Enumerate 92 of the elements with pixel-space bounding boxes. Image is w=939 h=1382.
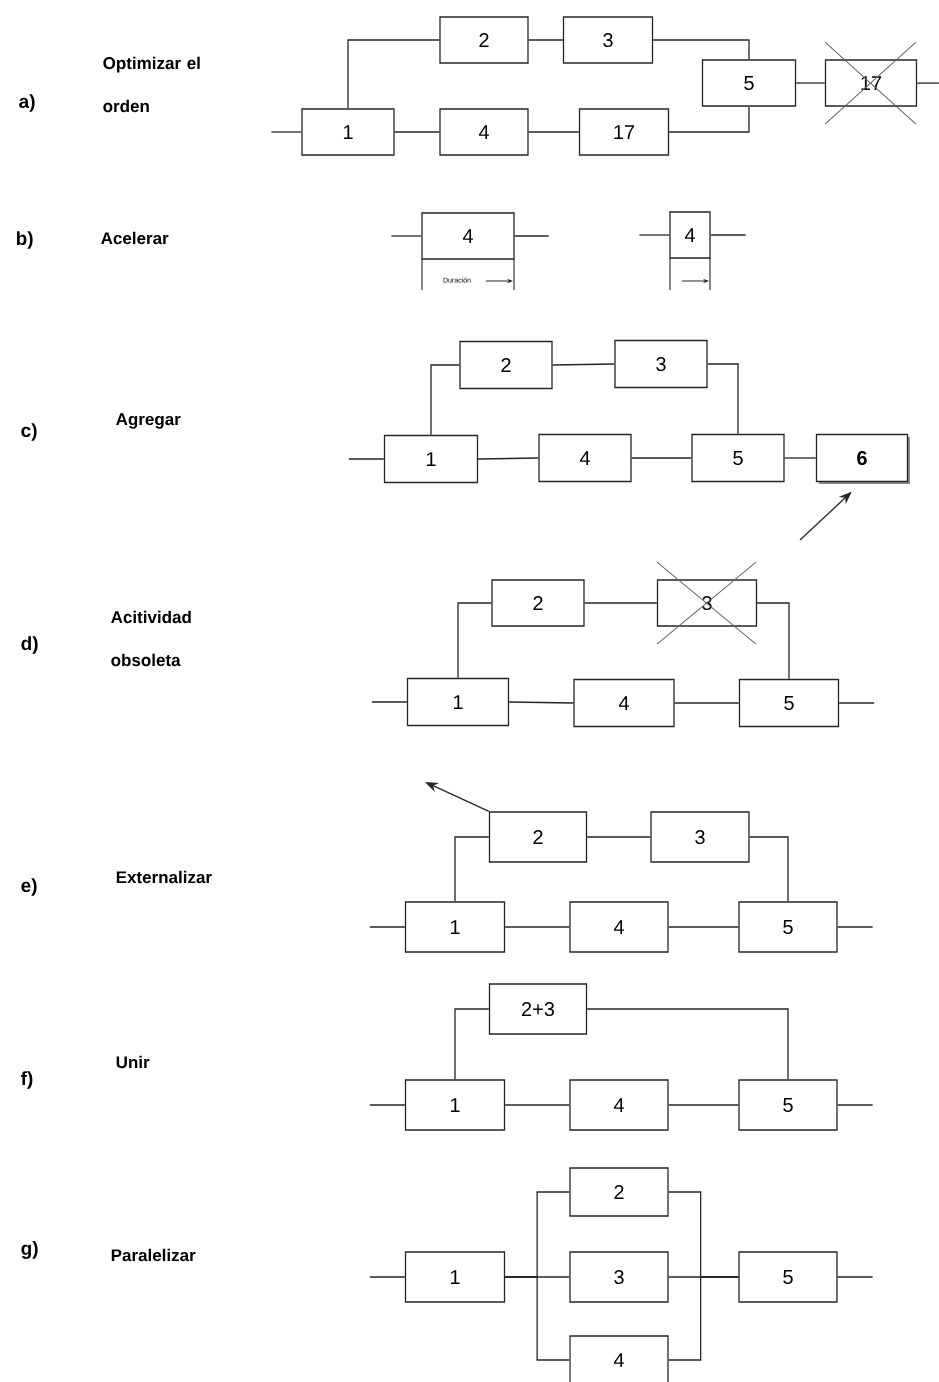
- activity-box: 3: [569, 1251, 669, 1303]
- activity-box: 3: [650, 811, 750, 863]
- activity-box: 1: [404, 1079, 506, 1131]
- connector-line: [514, 235, 550, 237]
- connector-line: [454, 836, 490, 902]
- section-title: Optimizar el orden: [103, 56, 200, 113]
- connector-line: [749, 836, 789, 902]
- connector-line: [504, 926, 570, 928]
- connector-line: [756, 602, 790, 680]
- section-letter: c): [21, 423, 37, 441]
- activity-box: 2+3: [488, 983, 588, 1035]
- connector-line: [668, 1104, 739, 1106]
- activity-box: 3: [614, 339, 708, 389]
- connector-line: [454, 1008, 490, 1080]
- crossed-out-box: 17: [824, 41, 918, 125]
- connector-line: [528, 39, 564, 41]
- activity-box: 2: [569, 1167, 669, 1217]
- activity-box: 5: [738, 901, 838, 953]
- section-title: Unir: [116, 1055, 150, 1069]
- activity-box: 1: [383, 434, 479, 484]
- activity-box: 5: [738, 1251, 838, 1303]
- activity-box: 5: [701, 59, 797, 107]
- section-title: Paralelizar: [111, 1248, 196, 1262]
- activity-box: 3: [562, 16, 654, 64]
- section-title: Agregar: [116, 413, 181, 429]
- activity-box: 5: [691, 433, 785, 483]
- section-letter: e): [21, 878, 37, 896]
- connector-line: [504, 1276, 570, 1361]
- activity-box: 5: [738, 678, 840, 728]
- connector-line: [369, 926, 406, 928]
- section-letter: b): [16, 231, 33, 249]
- connector-line: [838, 702, 875, 704]
- section-letter: a): [19, 94, 35, 112]
- connector-line: [631, 457, 692, 459]
- connector-line: [348, 458, 385, 460]
- connector-line: [638, 234, 670, 236]
- activity-box: 4: [421, 212, 515, 260]
- connector-line: [347, 39, 440, 109]
- connector-line: [707, 363, 739, 435]
- connector-line: [668, 106, 750, 133]
- connector-line: [477, 457, 539, 460]
- activity-box: 2: [459, 340, 553, 390]
- activity-box: 4: [538, 433, 632, 483]
- crossed-out-box: 3: [656, 561, 758, 645]
- section-letter: d): [21, 636, 38, 654]
- connector-line: [668, 926, 739, 928]
- connector-line: [430, 364, 460, 436]
- connector-line: [552, 363, 615, 366]
- activity-box: 4: [569, 901, 669, 953]
- section-letter: g): [21, 1241, 38, 1259]
- connector-line: [586, 836, 651, 838]
- section-title: Acitividad obsoleta: [111, 610, 191, 667]
- connector-line: [504, 1104, 570, 1106]
- activity-box: 17: [578, 108, 670, 156]
- activity-box: 1: [406, 677, 510, 727]
- activity-box: 4: [573, 678, 675, 728]
- activity-box: 5: [738, 1079, 838, 1131]
- connector-line: [369, 1104, 406, 1106]
- activity-box: 2: [439, 16, 529, 64]
- connector-line: [837, 1276, 874, 1278]
- connector-line: [584, 602, 658, 604]
- section-title: Externalizar: [116, 870, 212, 884]
- activity-box: 2: [491, 579, 585, 627]
- connector-line: [710, 234, 747, 236]
- connector-line: [784, 457, 817, 459]
- activity-box: 4: [569, 1079, 669, 1131]
- activity-box: 1: [404, 901, 506, 953]
- activity-box: 4: [669, 211, 711, 259]
- connector-line: [270, 131, 302, 133]
- connector-line: [916, 82, 939, 84]
- connector-line: [837, 926, 874, 928]
- connector-line: [668, 1276, 739, 1361]
- connector-line: [369, 1276, 406, 1278]
- section-title: Acelerar: [101, 231, 169, 245]
- activity-box: 6: [815, 433, 910, 484]
- connector-line: [674, 702, 740, 704]
- activity-box: 4: [569, 1335, 669, 1382]
- activity-box: 2: [488, 811, 588, 863]
- connector-line: [390, 235, 422, 237]
- activity-box: 1: [404, 1251, 506, 1303]
- connector-line: [837, 1104, 874, 1106]
- connector-line: [394, 131, 440, 133]
- connector-line: [457, 602, 492, 679]
- connector-line: [586, 1008, 789, 1080]
- connector-line: [795, 82, 826, 84]
- connector-line: [371, 701, 408, 703]
- activity-box: 4: [439, 108, 529, 156]
- connector-line: [528, 131, 580, 133]
- connector-line: [508, 701, 574, 704]
- connector-line: [652, 39, 750, 60]
- section-letter: f): [21, 1071, 33, 1089]
- activity-box: 1: [301, 108, 395, 156]
